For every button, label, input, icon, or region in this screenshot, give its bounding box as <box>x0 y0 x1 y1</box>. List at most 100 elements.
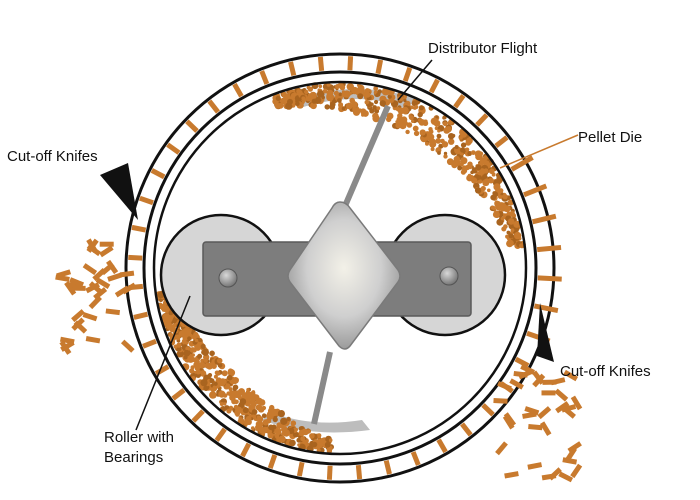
feed-particle <box>493 183 501 191</box>
feed-particle <box>296 437 302 443</box>
pellet <box>88 295 102 310</box>
die-hole <box>510 155 534 172</box>
die-hole <box>460 422 473 437</box>
main-shaft-hub <box>287 201 401 350</box>
feed-particle <box>448 138 455 145</box>
pellet <box>558 471 574 483</box>
die-hole <box>537 275 562 282</box>
feed-particle <box>470 150 476 156</box>
falling-pellets-left <box>55 238 137 355</box>
feed-particle <box>201 348 209 356</box>
pellet <box>93 287 108 300</box>
feed-particle <box>494 200 500 206</box>
die-chamber <box>152 80 528 456</box>
feed-particle <box>397 113 403 119</box>
leader-pellet-die <box>499 134 579 169</box>
feed-particle <box>292 431 299 438</box>
feed-particle <box>216 377 222 382</box>
die-hole <box>131 224 147 233</box>
feed-particle <box>435 138 442 144</box>
feed-particle <box>326 93 333 100</box>
feed-particle <box>209 378 215 384</box>
feed-particle <box>418 105 424 111</box>
feed-particle <box>513 231 522 240</box>
cutoff-knife-right <box>537 303 554 362</box>
die-hole <box>481 403 495 417</box>
feed-particle <box>361 113 365 117</box>
feed-particle <box>467 164 473 170</box>
pellet <box>509 378 524 390</box>
feed-particle <box>185 346 191 352</box>
pellet <box>114 285 130 298</box>
pellet <box>69 277 85 288</box>
feed-particle <box>357 83 361 88</box>
feed-particle <box>203 358 209 363</box>
die-hole <box>267 454 278 469</box>
feed-particle <box>487 188 491 193</box>
feed-particle <box>425 141 429 146</box>
feed-particle <box>429 140 437 148</box>
pellet <box>99 241 114 247</box>
feed-particle <box>410 105 414 110</box>
feed-particle <box>258 399 266 406</box>
feed-particle <box>207 373 213 378</box>
feed-particle <box>388 114 393 118</box>
die-hole <box>355 464 363 480</box>
feed-particle <box>329 101 336 108</box>
feed-particle <box>401 106 409 115</box>
pellet <box>106 259 119 275</box>
feed-particle <box>411 119 415 124</box>
die-hole <box>383 459 392 475</box>
feed-particle <box>489 168 495 175</box>
die-hole <box>326 465 333 480</box>
feed-particle <box>374 99 379 105</box>
feed-particle <box>250 426 255 430</box>
feed-particle <box>328 438 333 443</box>
feed-particle <box>324 441 331 448</box>
pellet <box>82 263 98 276</box>
feed-particle <box>395 107 401 112</box>
feed-particle <box>283 429 290 436</box>
feed-particle <box>251 390 255 394</box>
feed-particle <box>310 102 317 110</box>
pellet <box>60 340 75 352</box>
feed-particle <box>304 89 309 95</box>
feed-particle <box>480 185 486 192</box>
feed-particle <box>234 377 239 383</box>
feed-particle <box>361 88 365 93</box>
feed-particle <box>198 361 206 369</box>
die-hole <box>453 94 466 109</box>
pellet <box>561 404 577 413</box>
pellet <box>73 320 88 334</box>
feed-particle <box>246 388 250 392</box>
feed-particle <box>406 122 413 128</box>
feed-particle <box>180 329 188 336</box>
feed-particle <box>434 126 439 131</box>
feed-particle <box>387 94 392 99</box>
feed-particle <box>413 130 420 137</box>
pellet <box>541 390 556 396</box>
pellet <box>95 277 111 289</box>
feed-particle <box>500 217 505 221</box>
feed-particle <box>346 83 354 91</box>
pellet <box>85 282 100 294</box>
feed-particle <box>513 220 521 228</box>
feed-particle <box>276 428 282 434</box>
feed-particle <box>238 416 242 421</box>
roller-bearing-left <box>218 268 238 288</box>
feed-particle <box>189 347 196 353</box>
feed-particle <box>417 111 423 118</box>
pellet <box>527 462 543 470</box>
feed-particle <box>239 398 247 405</box>
feed-particle <box>225 383 231 389</box>
pellet <box>493 398 508 404</box>
feed-particle <box>358 108 362 112</box>
feed-particle <box>482 182 487 186</box>
feed-particle <box>251 409 258 415</box>
feed-particle <box>311 441 318 448</box>
pellet <box>99 245 114 258</box>
die-holes <box>128 56 562 480</box>
feed-particle <box>459 130 468 138</box>
feed-particle <box>289 439 296 447</box>
feed-particle <box>443 151 448 156</box>
